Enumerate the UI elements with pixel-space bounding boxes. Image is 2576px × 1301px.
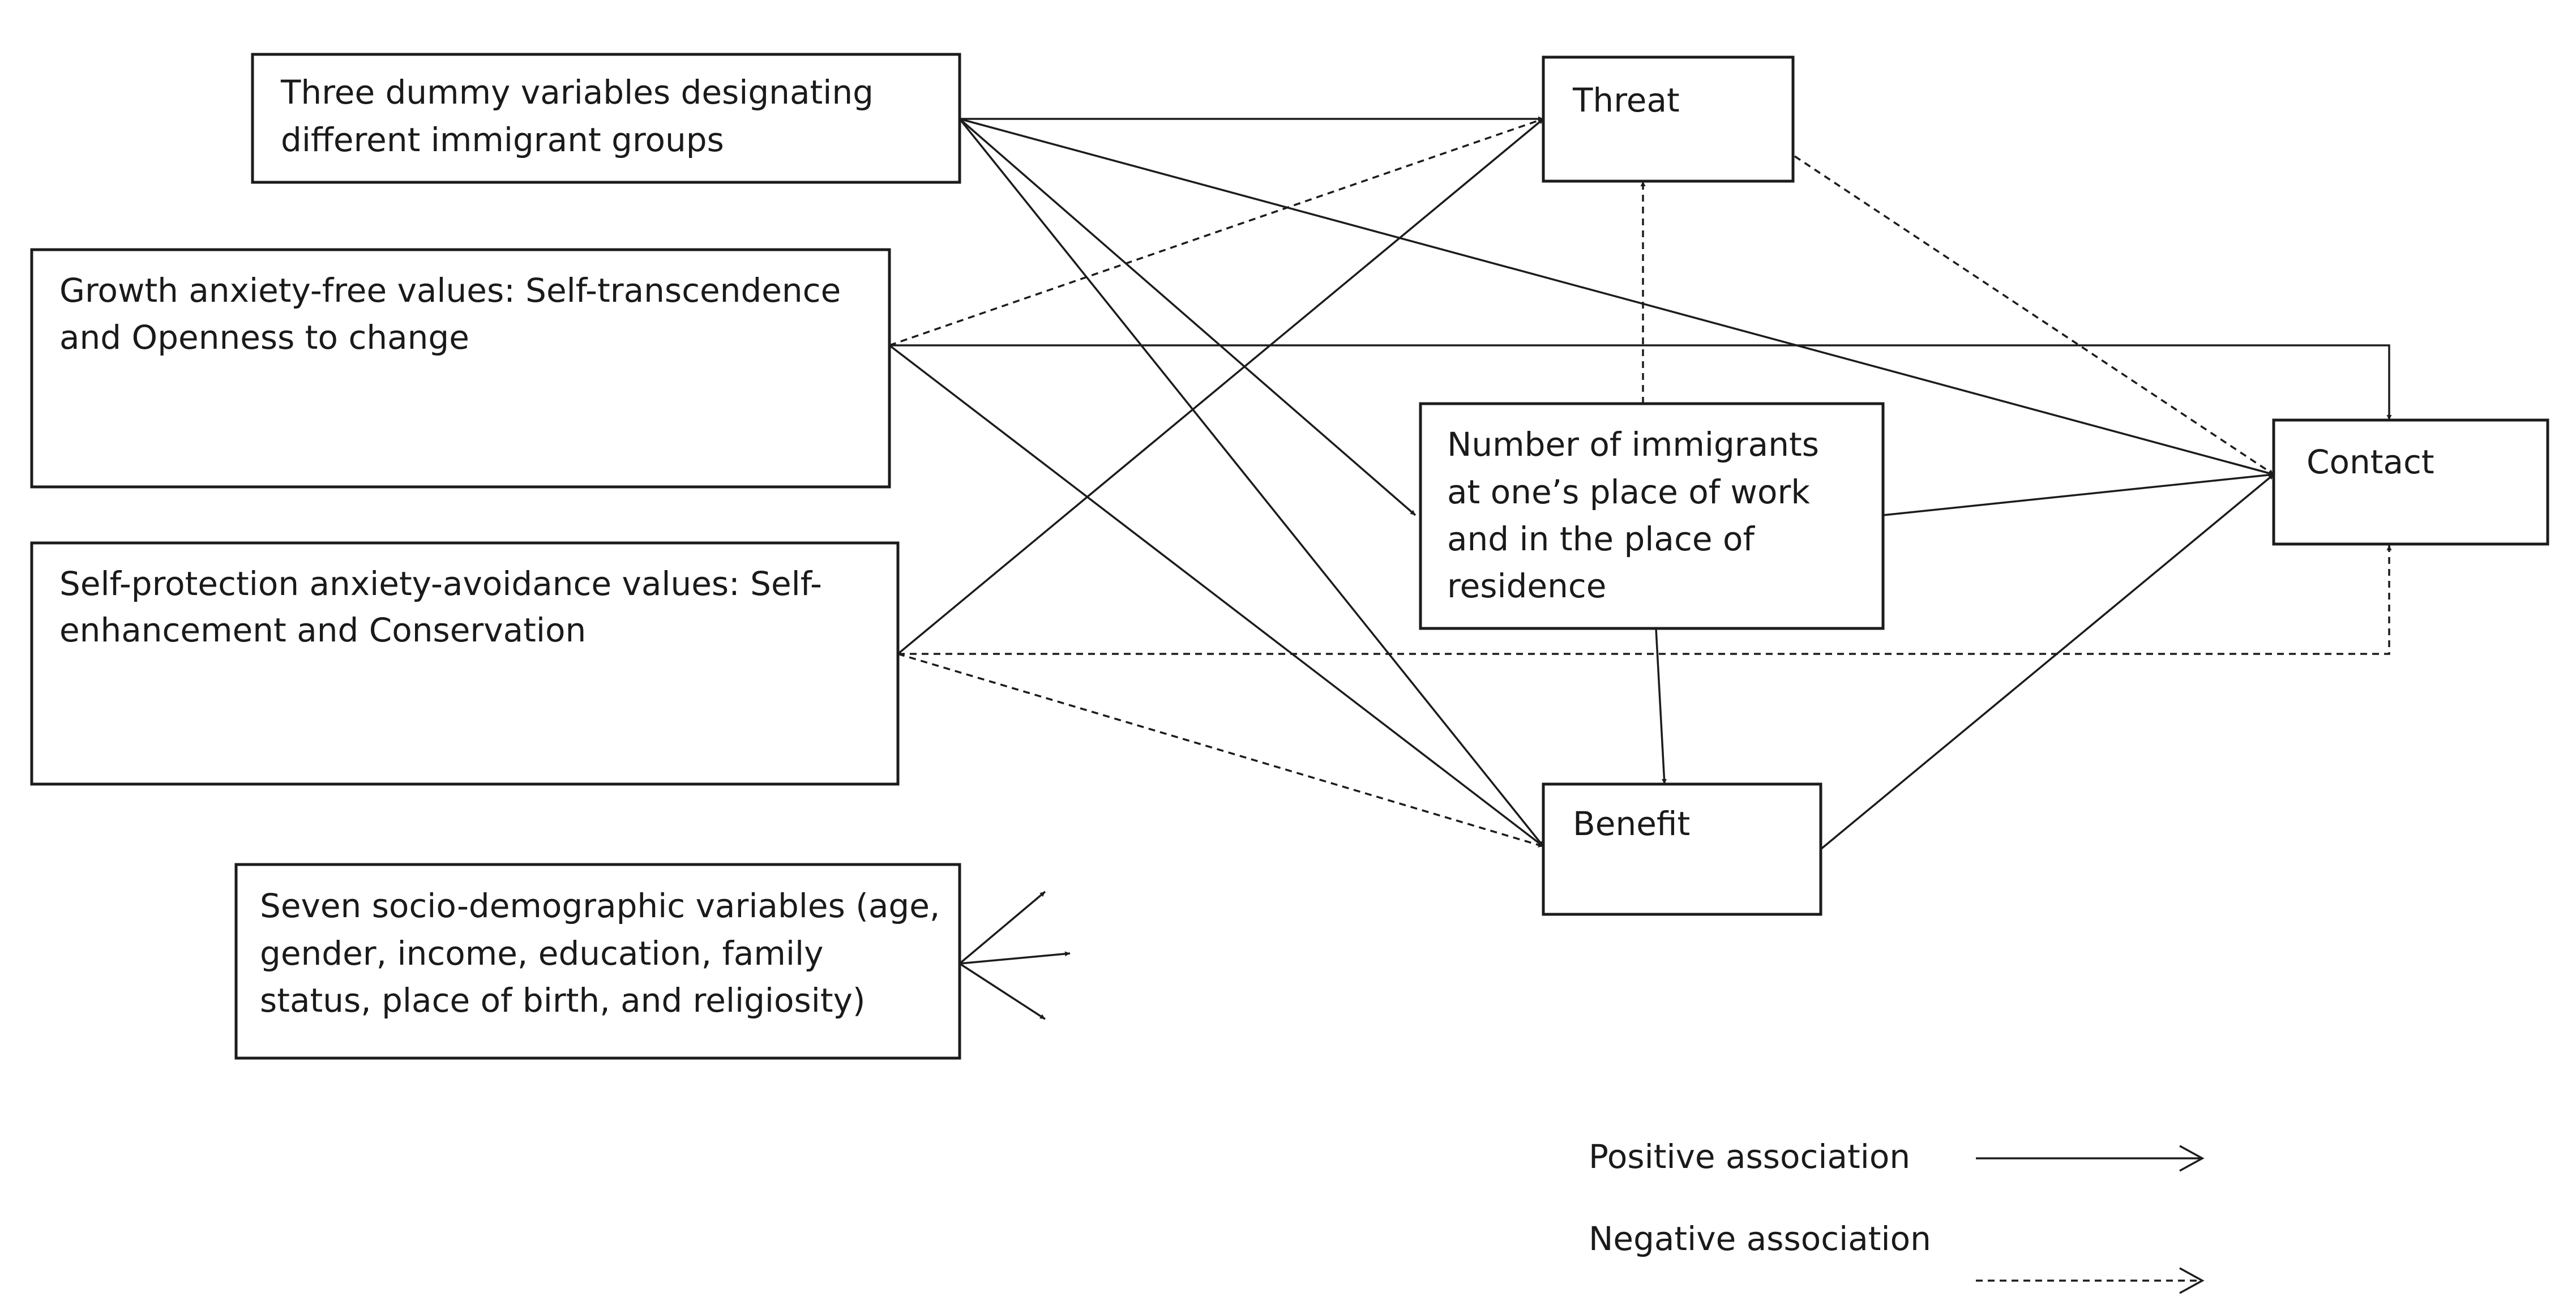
node-number-of-immigrants-box: [1419, 402, 1885, 630]
edge-benefit-to-contact: [1820, 473, 2275, 850]
node-dummy-variables-box: [251, 53, 961, 184]
node-protection-values-label: Self-protection anxiety-avoidance values…: [59, 564, 832, 649]
edges: [888, 116, 2392, 1020]
node-growth-values-line-2: and Openness to change: [59, 318, 469, 357]
edge-dummy-to-benefit: [958, 118, 1544, 848]
node-contact-label: Contact: [2307, 443, 2434, 481]
node-socio-demographic-line-1: Seven socio-demographic variables (age,: [260, 887, 940, 925]
legend: Positive association Negative associatio…: [1589, 1137, 2205, 1294]
node-growth-values-line-1: Growth anxiety-free values: Self-transce…: [59, 271, 841, 310]
node-benefit-line-1: Benefit: [1573, 804, 1690, 843]
node-socio-demographic: Seven socio-demographic variables (age, …: [234, 863, 961, 1060]
legend-negative-label: Negative association: [1589, 1219, 1931, 1258]
node-protection-values: Self-protection anxiety-avoidance values…: [30, 541, 900, 786]
node-contact-box: [2272, 418, 2549, 546]
edge-growth-to-contact: [889, 344, 2392, 420]
edge-protection-to-contact: [898, 545, 2392, 655]
edge-socio-down: [959, 962, 1046, 1020]
edge-protection-to-threat: [897, 118, 1544, 655]
node-number-of-immigrants-label: Number of immigrants at one’s place of w…: [1447, 425, 1829, 605]
edge-protection-to-benefit: [897, 653, 1544, 848]
legend-positive-label: Positive association: [1589, 1137, 1910, 1176]
edge-socio-up: [958, 891, 1046, 965]
node-number-of-immigrants: Number of immigrants at one’s place of w…: [1419, 402, 1885, 630]
node-number-of-immigrants-line-4: residence: [1447, 567, 1606, 605]
node-dummy-variables-line-2: different immigrant groups: [281, 121, 724, 159]
node-threat-line-1: Threat: [1572, 81, 1680, 119]
node-dummy-variables: Three dummy variables designating differ…: [251, 53, 961, 184]
node-number-of-immigrants-line-3: and in the place of: [1447, 520, 1755, 558]
edge-threat-to-contact: [1794, 155, 2274, 476]
node-dummy-variables-line-1: Three dummy variables designating: [280, 73, 874, 112]
node-number-of-immigrants-line-2: at one’s place of work: [1447, 473, 1810, 511]
node-threat: Threat: [1542, 55, 1795, 183]
edge-immigrants-to-contact: [1882, 472, 2274, 516]
edge-dummy-to-immigrants: [958, 118, 1417, 516]
edge-growth-to-threat: [889, 118, 1544, 346]
node-protection-values-line-1: Self-protection anxiety-avoidance values…: [59, 564, 822, 603]
node-socio-demographic-line-2: gender, income, education, family: [260, 934, 823, 973]
node-growth-values: Growth anxiety-free values: Self-transce…: [30, 248, 891, 489]
legend-negative-arrowhead: [2179, 1267, 2205, 1294]
edge-immigrants-to-benefit: [1655, 628, 1667, 785]
node-socio-demographic-line-3: status, place of birth, and religiosity): [260, 981, 866, 1020]
node-threat-box: [1542, 55, 1795, 183]
node-contact-line-1: Contact: [2307, 443, 2434, 481]
node-benefit-label: Benefit: [1573, 804, 1690, 843]
edge-socio-mid: [959, 951, 1071, 965]
edge-growth-to-benefit: [888, 344, 1544, 848]
node-socio-demographic-box: [234, 863, 961, 1060]
node-dummy-variables-label: Three dummy variables designating differ…: [280, 73, 884, 159]
legend-positive-arrowhead: [2179, 1145, 2205, 1172]
node-growth-values-box: [30, 248, 891, 489]
node-socio-demographic-label: Seven socio-demographic variables (age, …: [260, 887, 951, 1020]
node-contact: Contact: [2272, 418, 2549, 546]
node-threat-label: Threat: [1572, 81, 1680, 119]
node-growth-values-label: Growth anxiety-free values: Self-transce…: [59, 271, 851, 357]
node-protection-values-box: [30, 541, 900, 786]
node-benefit: Benefit: [1542, 782, 1822, 916]
node-number-of-immigrants-line-1: Number of immigrants: [1447, 425, 1819, 464]
node-benefit-box: [1542, 782, 1822, 916]
edge-dummy-to-contact: [959, 118, 2274, 476]
node-protection-values-line-2: enhancement and Conservation: [59, 611, 586, 649]
